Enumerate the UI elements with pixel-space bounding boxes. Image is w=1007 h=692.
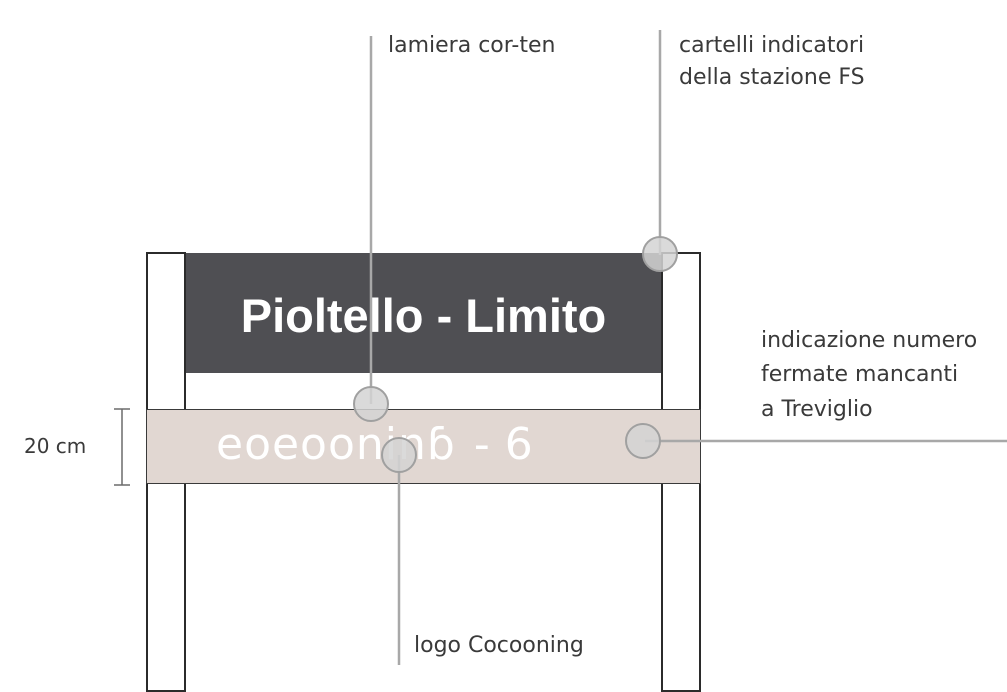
corten-band	[146, 409, 701, 484]
marker-station-signs	[642, 236, 678, 272]
dimension-label: 20 cm	[24, 434, 87, 458]
dimension-bracket	[114, 408, 130, 486]
label-logo: logo Cocooning	[414, 633, 584, 658]
label-station-signs-line2: della stazione FS	[679, 65, 865, 90]
label-material: lamiera cor-ten	[388, 33, 556, 58]
marker-logo	[381, 437, 417, 473]
station-name: Pioltello - Limito	[240, 288, 607, 342]
logo-separator: -	[473, 419, 491, 470]
marker-stops	[625, 423, 661, 459]
label-stops-line2: fermate mancanti	[761, 362, 959, 387]
label-station-signs-line1: cartelli indicatori	[679, 33, 865, 58]
stops-remaining-number: 6	[504, 419, 534, 470]
label-stops-line1: indicazione numero	[761, 328, 978, 353]
marker-material	[353, 386, 389, 422]
station-sign: Pioltello - Limito	[186, 253, 661, 373]
label-stops-line3: a Treviglio	[761, 397, 873, 422]
